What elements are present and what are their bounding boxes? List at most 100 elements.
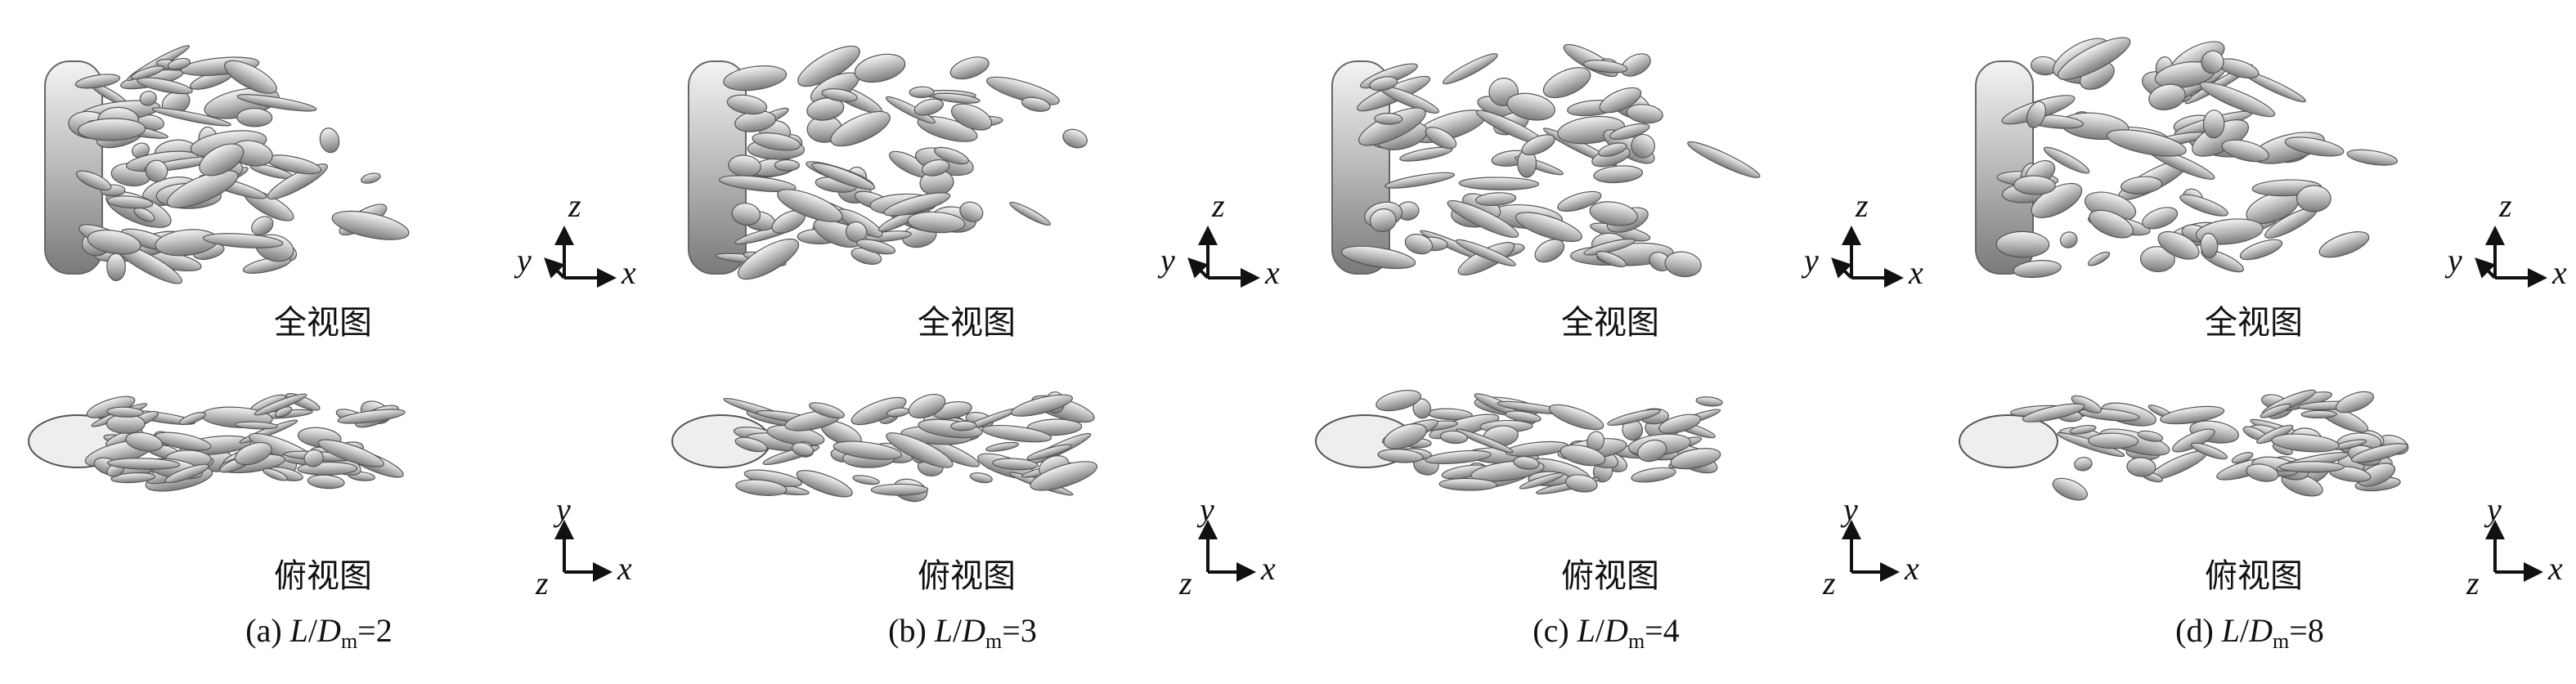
slash: /: [307, 612, 318, 649]
var-L: L: [1577, 612, 1595, 649]
var-D: D: [2249, 612, 2273, 649]
axis-arrow-icon: [1187, 257, 1209, 279]
vortex-tube: [1598, 142, 1627, 157]
vortex-tube: [2346, 149, 2399, 166]
vortex-tube: [234, 421, 279, 430]
vortex-tube: [950, 420, 977, 431]
vortex-tube: [2202, 110, 2225, 139]
vortex-tube: [2231, 452, 2254, 464]
panel-caption: (c) L/Dm=4: [1533, 611, 1679, 654]
vortex-tube: [1458, 177, 1540, 190]
vortex-tube: [1456, 428, 1514, 454]
axis-y-label: y: [1160, 242, 1175, 279]
vortex-tube: [986, 76, 1060, 105]
vortex-tube: [1369, 76, 1398, 92]
vortex-tube: [909, 86, 935, 98]
vortex-tube: [2052, 477, 2088, 501]
vortex-tube: [1377, 449, 1424, 463]
vortex-tube: [166, 170, 239, 208]
vortex-tube: [738, 238, 800, 280]
var-D: D: [317, 612, 341, 649]
full-view-label: 全视图: [918, 304, 1016, 342]
vortex-tube: [1593, 165, 1644, 184]
vortex-tube: [1695, 396, 1723, 407]
panel-letter: (b): [888, 612, 927, 649]
vortex-tube: [2239, 239, 2283, 261]
panel-letter: (d): [2175, 612, 2214, 649]
axis-z-label: z: [568, 187, 581, 224]
axis-y-label: y: [1804, 242, 1819, 279]
top-view-label: 俯视图: [274, 557, 372, 595]
vortex-tube: [950, 103, 993, 131]
vortex-tube: [2279, 461, 2345, 473]
vortex-tube: [1995, 230, 2050, 258]
full-view-label: 全视图: [1561, 304, 1659, 342]
full-view-label: 全视图: [2205, 304, 2303, 342]
vortex-tube: [1631, 467, 1676, 483]
vortex-tube: [2139, 246, 2175, 273]
vortex-tube: [1369, 208, 1397, 233]
vortex-tube: [908, 394, 946, 418]
subscript: m: [2273, 629, 2290, 653]
vortex-tube: [2013, 175, 2056, 195]
vortex-tube: [949, 56, 990, 80]
axis-x-label: x: [2552, 254, 2567, 291]
vortex-tube: [2137, 430, 2164, 442]
top-view-label: 俯视图: [918, 557, 1016, 595]
slash: /: [953, 612, 963, 649]
vortex-tube: [1439, 430, 1468, 445]
vortex-tube: [254, 393, 307, 416]
vortex-tube: [2296, 185, 2331, 212]
vortex-tube: [845, 221, 868, 243]
ratio-value: =8: [2289, 612, 2324, 649]
axis-z-label: z: [1212, 187, 1225, 224]
vortex-tube: [2350, 443, 2408, 463]
vortex-tube: [2087, 432, 2139, 449]
vortex-tube: [774, 159, 801, 172]
vortex-tube: [1548, 404, 1604, 431]
vortex-tube: [854, 53, 906, 83]
axis-x-label: x: [1261, 550, 1276, 587]
vortex-tube: [2284, 136, 2345, 157]
vortex-tube: [2142, 207, 2179, 230]
vortex-tube: [337, 409, 406, 424]
vortex-tube: [852, 475, 880, 485]
vortex-tube: [1376, 390, 1421, 412]
vortex-tube: [1443, 53, 1498, 85]
vortex-tube: [933, 92, 981, 104]
vortex-tube: [726, 94, 768, 115]
vortex-tube: [752, 132, 801, 151]
vortex-tube: [263, 467, 289, 481]
vortex-tube: [1687, 141, 1761, 178]
vortex-tube: [199, 143, 245, 177]
vortex-tube: [2200, 232, 2219, 258]
vortex-tube: [1583, 238, 1636, 256]
vortex-visualization: [28, 45, 617, 582]
top-view-label: 俯视图: [2205, 557, 2303, 595]
vortex-tube: [2221, 139, 2269, 163]
axis-x-label: x: [1909, 254, 1923, 291]
vortex-tube: [1384, 172, 1456, 189]
axis-z-label: z: [1823, 565, 1836, 601]
axis-arrow-icon: [544, 257, 566, 279]
vortex-tube: [1030, 461, 1098, 491]
axis-z-label: z: [1179, 565, 1192, 601]
cylinder-top-outline: [1959, 414, 2058, 468]
vortex-tube: [1399, 146, 1453, 162]
vortex-tube: [913, 98, 944, 116]
vortex-tube: [992, 458, 1039, 471]
vortex-tube: [777, 189, 843, 222]
subscript: m: [1627, 629, 1645, 653]
vortex-tube: [179, 412, 206, 426]
vortex-tube: [2059, 231, 2078, 248]
vortex-tube: [317, 439, 384, 467]
vortex-tube: [985, 441, 1020, 452]
var-D: D: [1604, 612, 1628, 649]
vortex-tube: [883, 192, 951, 217]
axis-x-label: x: [617, 550, 632, 587]
vortex-tube: [731, 203, 761, 226]
axis-z-label: z: [2466, 565, 2480, 601]
vortex-tube: [139, 91, 157, 106]
